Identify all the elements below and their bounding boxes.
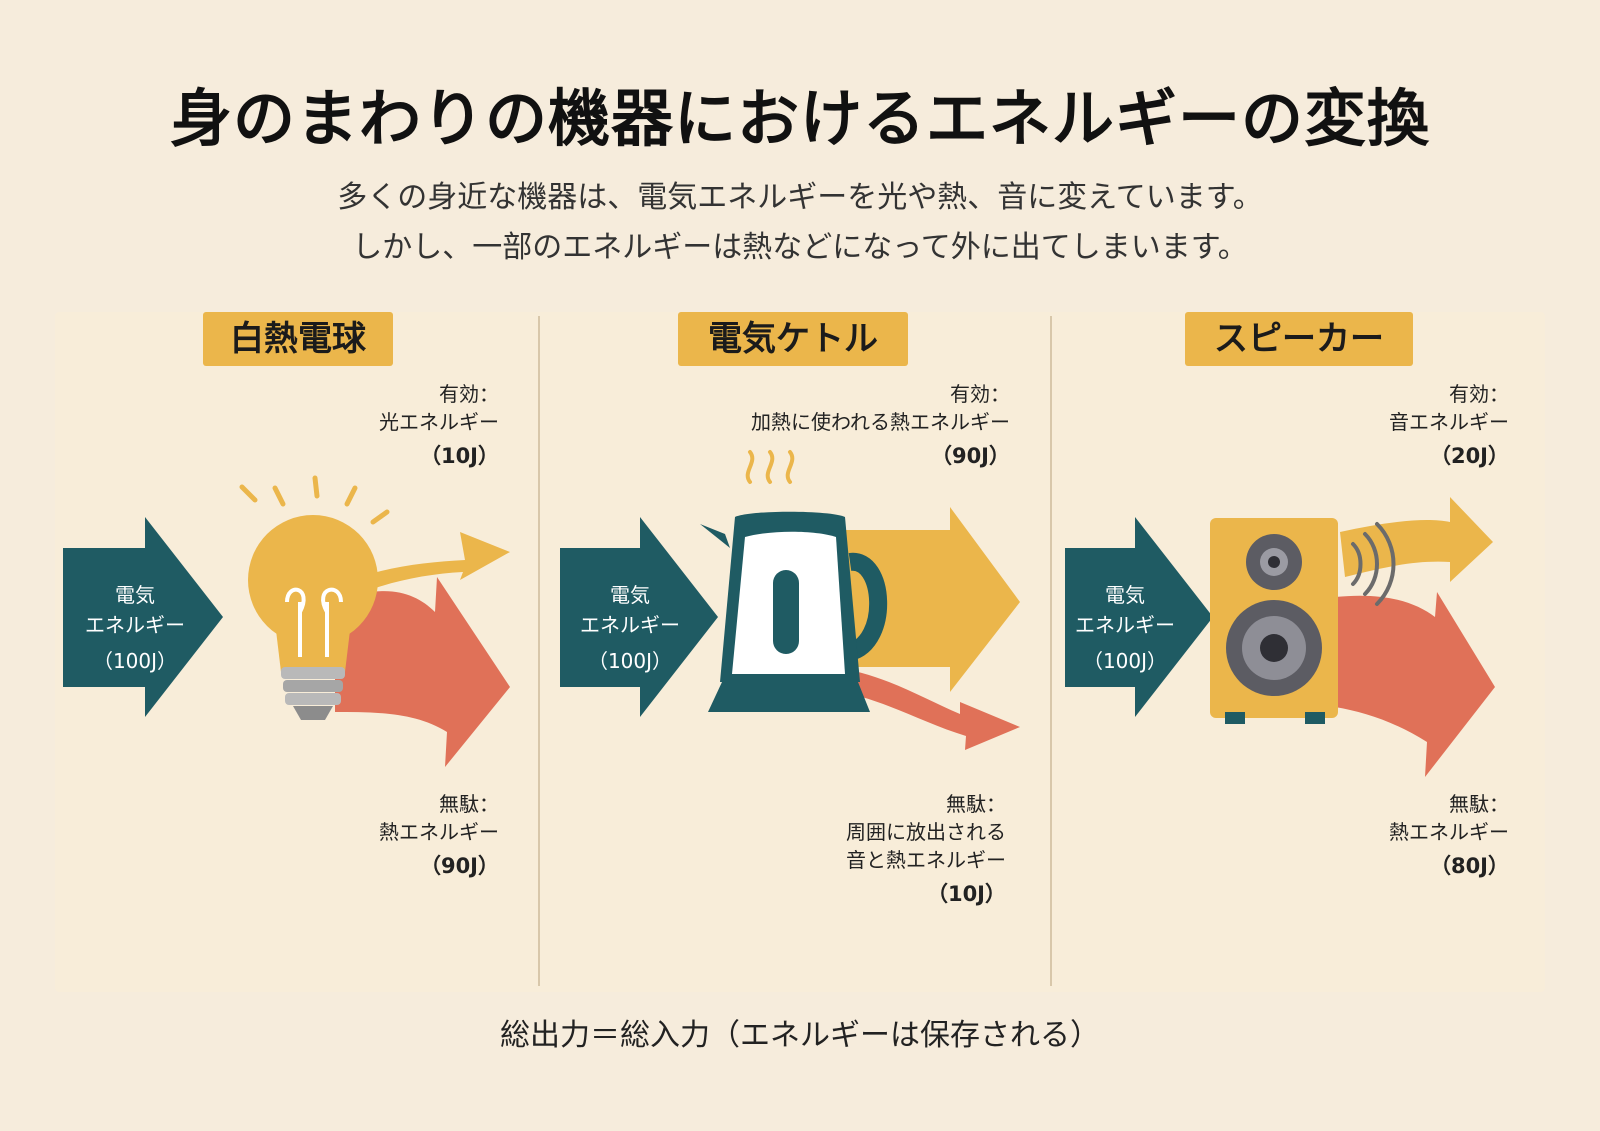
panel-divider xyxy=(538,316,540,986)
panel-speaker: スピーカー 電気 エネルギ xyxy=(1065,312,1561,992)
conservation-footer: 総出力＝総入力（エネルギーは保存される） xyxy=(500,1018,1100,1053)
input-label-line-1: 電気 xyxy=(1105,583,1145,607)
panel-light-bulb: 白熱電球 xyxy=(55,312,551,992)
input-energy-label: 電気 エネルギー （100J） xyxy=(560,580,700,676)
input-label-line-2: エネルギー xyxy=(580,613,680,637)
useful-energy-label: 有効： 光エネルギー （10J） xyxy=(275,380,499,470)
speaker-icon xyxy=(1210,518,1338,724)
input-amount: （100J） xyxy=(587,649,673,673)
useful-label-line: 音エネルギー xyxy=(1389,410,1509,434)
waste-label-line: 熱エネルギー xyxy=(1389,820,1509,844)
input-energy-label: 電気 エネルギー （100J） xyxy=(65,580,205,676)
kettle-flow-graphic xyxy=(560,450,1020,750)
waste-amount: （90J） xyxy=(419,854,499,878)
useful-label-line: 加熱に使われる熱エネルギー xyxy=(751,410,1010,434)
waste-label-line-1: 周囲に放出される xyxy=(846,820,1006,844)
useful-label-line: 光エネルギー xyxy=(379,410,499,434)
useful-energy-label: 有効： 音エネルギー （20J） xyxy=(1275,380,1509,470)
useful-amount: （10J） xyxy=(419,444,499,468)
page-title: 身のまわりの機器におけるエネルギーの変換 xyxy=(169,82,1430,155)
waste-energy-label: 無駄： 周囲に放出される 音と熱エネルギー （10J） xyxy=(760,790,1006,908)
waste-label-line-2: 音と熱エネルギー xyxy=(846,848,1006,872)
useful-amount: （90J） xyxy=(930,444,1010,468)
waste-label-line: 熱エネルギー xyxy=(379,820,499,844)
panel-title-speaker: スピーカー xyxy=(1185,312,1413,366)
waste-label-head: 無駄： xyxy=(1449,792,1509,816)
useful-energy-arrow xyxy=(345,532,510,598)
sound-waves-icon xyxy=(1351,522,1396,606)
useful-energy-label: 有効： 加熱に使われる熱エネルギー （90J） xyxy=(680,380,1010,470)
subtitle-line-1: 多くの身近な機器は、電気エネルギーを光や熱、音に変えています。 xyxy=(337,180,1263,215)
panel-title-kettle: 電気ケトル xyxy=(678,312,908,366)
speaker-flow-graphic xyxy=(1065,497,1495,777)
input-label-line-1: 電気 xyxy=(610,583,650,607)
waste-energy-arrow xyxy=(830,667,1020,750)
useful-label-head: 有効： xyxy=(950,382,1010,406)
waste-label-head: 無駄： xyxy=(439,792,499,816)
useful-label-head: 有効： xyxy=(1449,382,1509,406)
useful-label-head: 有効： xyxy=(439,382,499,406)
waste-energy-label: 無駄： 熱エネルギー （80J） xyxy=(1275,790,1509,880)
input-energy-arrow xyxy=(560,517,718,717)
panel-title-light-bulb: 白熱電球 xyxy=(203,312,393,366)
input-energy-label: 電気 エネルギー （100J） xyxy=(1055,580,1195,676)
kettle-icon xyxy=(700,450,888,712)
waste-amount: （80J） xyxy=(1429,854,1509,878)
input-amount: （100J） xyxy=(92,649,178,673)
waste-energy-arrow xyxy=(1335,592,1495,777)
light-bulb-icon xyxy=(239,475,390,720)
waste-label-head: 無駄： xyxy=(946,792,1006,816)
waste-energy-label: 無駄： 熱エネルギー （90J） xyxy=(275,790,499,880)
input-amount: （100J） xyxy=(1082,649,1168,673)
panel-divider xyxy=(1050,316,1052,986)
input-label-line-2: エネルギー xyxy=(85,613,185,637)
input-energy-arrow xyxy=(63,517,223,717)
useful-energy-arrow xyxy=(1340,497,1493,582)
subtitle-line-2: しかし、一部のエネルギーは熱などになって外に出てしまいます。 xyxy=(352,230,1248,265)
input-energy-arrow xyxy=(1065,517,1213,717)
light-bulb-flow-graphic xyxy=(63,475,510,767)
waste-energy-arrow xyxy=(335,577,510,767)
waste-amount: （10J） xyxy=(926,882,1006,906)
panel-kettle: 電気ケトル 電気 エネルギー （100J） xyxy=(560,312,1056,992)
input-label-line-2: エネルギー xyxy=(1075,613,1175,637)
useful-amount: （20J） xyxy=(1429,444,1509,468)
input-label-line-1: 電気 xyxy=(115,583,155,607)
